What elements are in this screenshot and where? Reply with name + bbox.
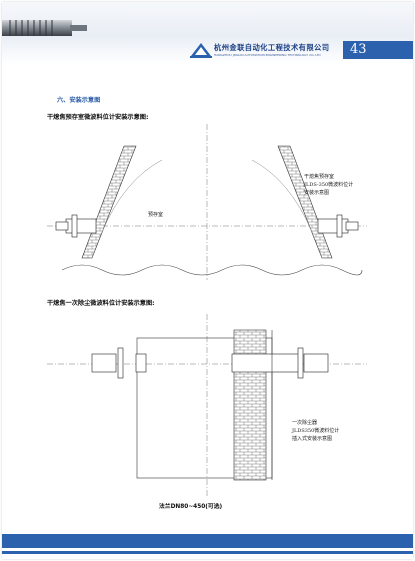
figure2-caption-line2: JLDS350微波料位计 — [291, 427, 339, 434]
figure1-caption-line3: 安装示意图 — [304, 189, 329, 196]
footer-bar — [2, 534, 413, 548]
section-title: 六、安装示意图 — [57, 97, 101, 104]
figure1-caption-line1: 干熄焦预存室 — [304, 173, 334, 180]
header: 杭州金联自动化工程技术有限公司 HANGZHOU JINLIAN AUTOMAT… — [2, 2, 413, 64]
footer-line — [2, 551, 413, 554]
company-name-cn: 杭州金联自动化工程技术有限公司 — [214, 43, 330, 52]
figure1-caption-line2: JLDS-350微波料位计 — [303, 181, 353, 188]
figure1-diagram: 预存室 干熄焦预存室 JLDS-350微波料位计 安装示意图 — [47, 124, 367, 280]
company-name-en: HANGZHOU JINLIAN AUTOMATION ENGINEERING … — [214, 53, 321, 57]
figure2-caption-line3: 插入式安装示意图 — [292, 435, 332, 442]
roller-image — [2, 20, 87, 36]
figure2-caption-line1: 一次除尘器 — [292, 419, 317, 426]
flange-note: 法兰DN80~450(可选) — [159, 504, 223, 510]
page-number: 43 — [343, 41, 413, 59]
figure1-title: 干熄焦预存室微波料位计安装示意图: — [47, 114, 149, 121]
figure2-title: 干熄焦一次除尘微波料位计安装示意图: — [47, 300, 155, 307]
figure1-inner-label: 预存室 — [148, 211, 163, 218]
figure2-diagram: 一次除尘器 JLDS350微波料位计 插入式安装示意图 — [47, 314, 367, 498]
company-logo-icon — [190, 43, 212, 58]
